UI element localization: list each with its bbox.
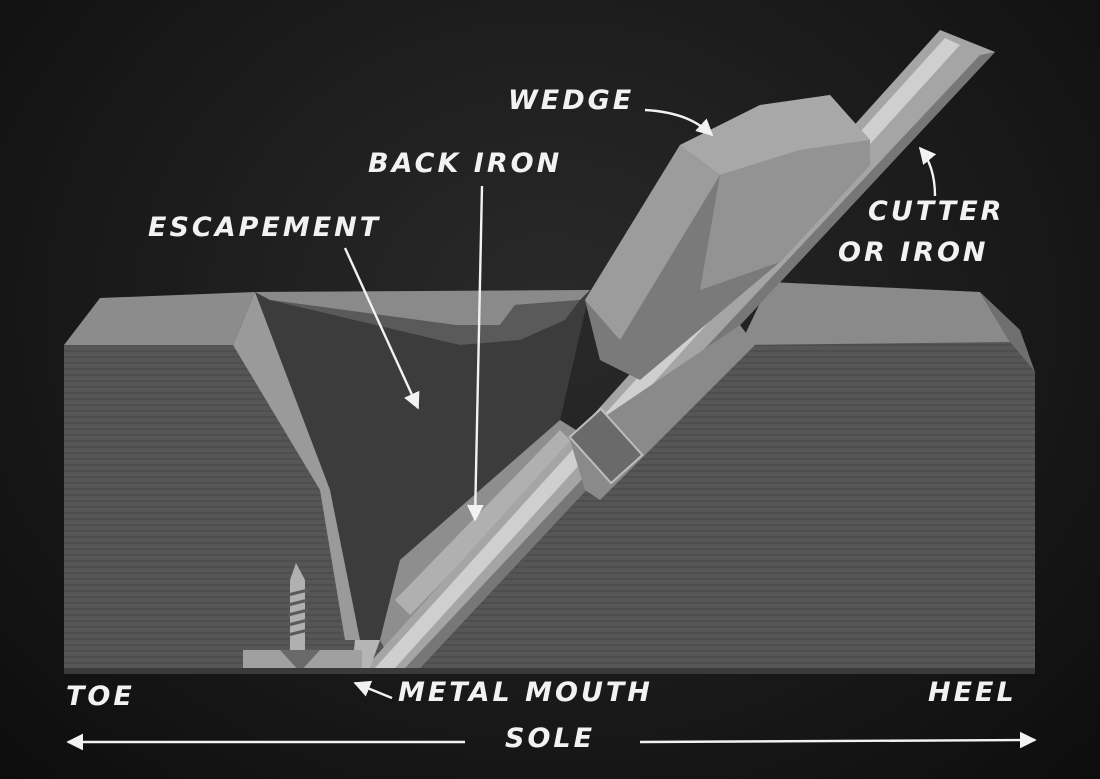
label-toe: TOE	[66, 681, 135, 712]
screw-icon	[243, 563, 362, 672]
wedge-arrow-icon	[644, 108, 714, 137]
sole-band	[64, 668, 1035, 674]
escapement-cavity	[255, 290, 590, 640]
label-sole: SOLE	[505, 723, 596, 754]
label-escapement: ESCAPEMENT	[148, 212, 382, 243]
plane-top-toe	[64, 292, 255, 345]
mouth-arrow-icon	[353, 680, 393, 700]
label-wedge: WEDGE	[508, 85, 635, 116]
plane-top-heel	[740, 282, 1010, 345]
cutter-arrow-icon	[918, 146, 937, 197]
sole-right-arrow-icon	[639, 731, 1037, 749]
label-cutter-line1: CUTTER	[868, 196, 1005, 227]
back-iron-arrow-icon	[466, 185, 484, 522]
back-iron-shape	[395, 430, 575, 615]
label-metal-mouth: METAL MOUTH	[398, 677, 653, 708]
label-back-iron: BACK IRON	[368, 148, 563, 179]
escapement-arrow-icon	[343, 247, 420, 410]
label-cutter-line2: OR IRON	[838, 237, 989, 268]
label-heel: HEEL	[928, 677, 1017, 708]
